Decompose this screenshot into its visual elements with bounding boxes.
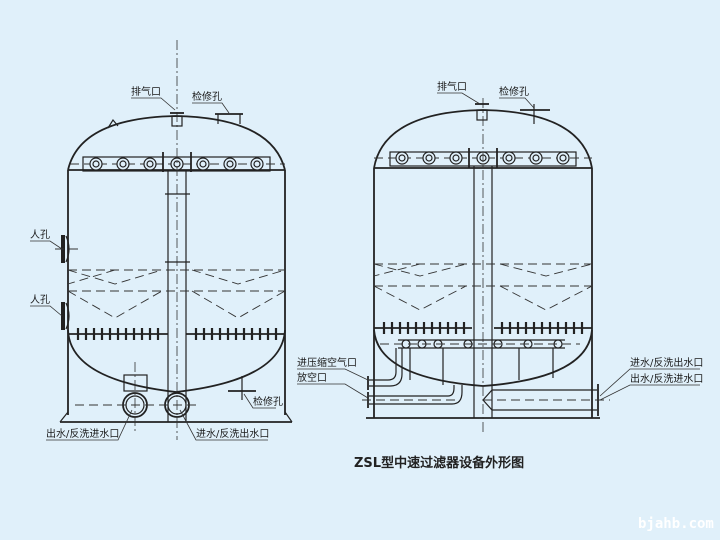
strainer-row-right xyxy=(382,322,584,334)
label-inspection-top-left: 检修孔 xyxy=(192,90,222,103)
label-inspection-bottom-left: 检修孔 xyxy=(253,395,283,408)
label-compressed-air-inlet: 进压缩空气口 xyxy=(297,356,357,369)
drawing-title: ZSL型中速过滤器设备外形图 xyxy=(354,455,524,471)
watermark: bjahb.com xyxy=(638,516,714,532)
left-vessel xyxy=(55,40,293,440)
distributor-nozzles-right xyxy=(395,151,570,165)
label-manhole-lower: 人孔 xyxy=(30,294,50,306)
label-inlet-backwash-outlet-left: 进水/反洗出水口 xyxy=(196,427,269,440)
label-vent-right: 排气口 xyxy=(437,80,467,93)
label-outlet-backwash-inlet-left: 出水/反洗进水口 xyxy=(46,427,119,440)
label-vent-left: 排气口 xyxy=(131,85,161,98)
label-outlet-backwash-inlet-right: 出水/反洗进水口 xyxy=(630,372,703,385)
label-drain: 放空口 xyxy=(297,371,327,384)
right-labels: 排气口 检修孔 进压缩空气口 放空口 进水/反洗出水口 出水/反洗进水口 xyxy=(297,80,703,401)
left-labels: 排气口 检修孔 人孔 人孔 检修孔 出水/反洗进水口 进水/反洗出水口 xyxy=(30,85,283,441)
label-inlet-backwash-outlet-right: 进水/反洗出水口 xyxy=(630,356,703,369)
strainer-row-left xyxy=(76,328,278,340)
label-inspection-top-right: 检修孔 xyxy=(499,85,529,98)
right-vessel xyxy=(362,98,610,432)
label-manhole-upper: 人孔 xyxy=(30,229,50,241)
